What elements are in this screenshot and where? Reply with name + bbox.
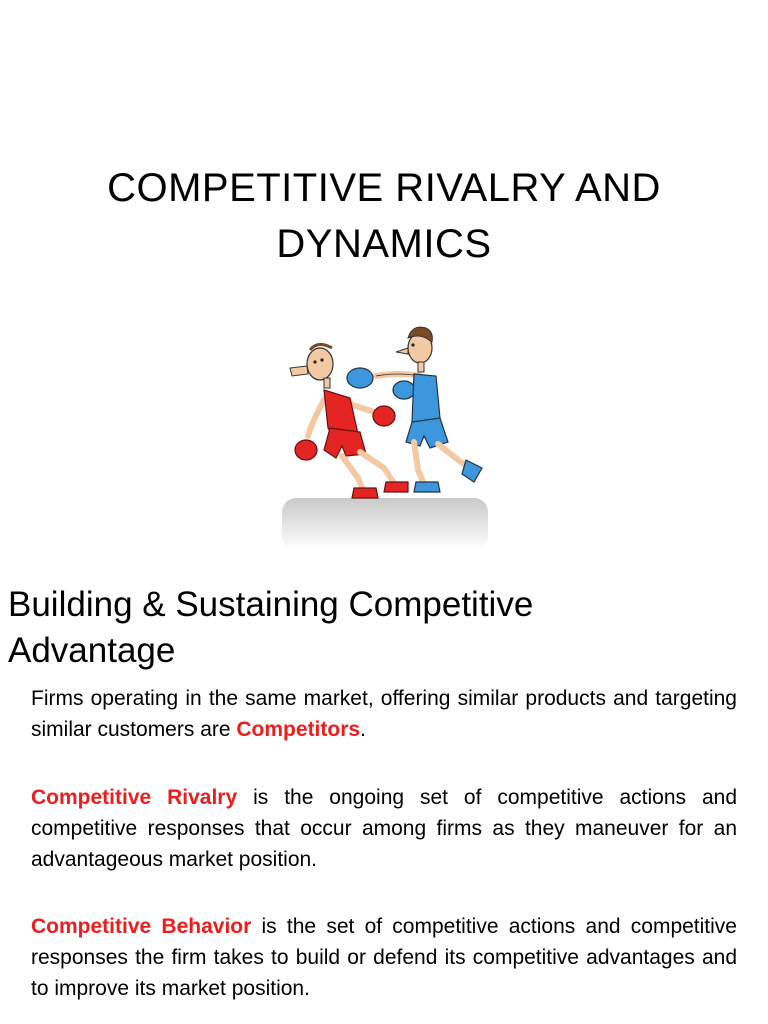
slide-title-line-1: COMPETITIVE RIVALRY AND <box>107 166 661 210</box>
competitors-text-before: Firms operating in the same market, offe… <box>31 687 737 741</box>
slide-title: COMPETITIVE RIVALRY AND DYNAMICS <box>0 160 768 272</box>
slide-title-line-2: DYNAMICS <box>276 222 492 266</box>
competitive-behavior-text: is the set of competitive actions and co… <box>31 915 737 1000</box>
competitive-behavior-definition: Competitive Behavior is the set of compe… <box>31 911 737 1004</box>
competitors-definition: Firms operating in the same market, offe… <box>31 683 737 745</box>
competitive-behavior-term: Competitive Behavior <box>31 915 252 938</box>
competitive-rivalry-definition: Competitive Rivalry is the ongoing set o… <box>31 782 737 875</box>
competitive-rivalry-term: Competitive Rivalry <box>31 786 238 809</box>
section-heading-line-2: Advantage <box>8 631 176 670</box>
competitive-rivalry-text: is the ongoing set of competitive action… <box>31 786 737 871</box>
section-heading-line-1: Building & Sustaining Competitive <box>8 585 534 624</box>
competitors-text-after: . <box>360 718 366 741</box>
section-heading: Building & Sustaining Competitive Advant… <box>8 582 748 674</box>
red-boxer-figure <box>289 343 409 499</box>
boxing-match-illustration <box>280 318 490 550</box>
blue-boxer-figure <box>346 326 483 493</box>
competitors-term: Competitors <box>236 718 361 741</box>
